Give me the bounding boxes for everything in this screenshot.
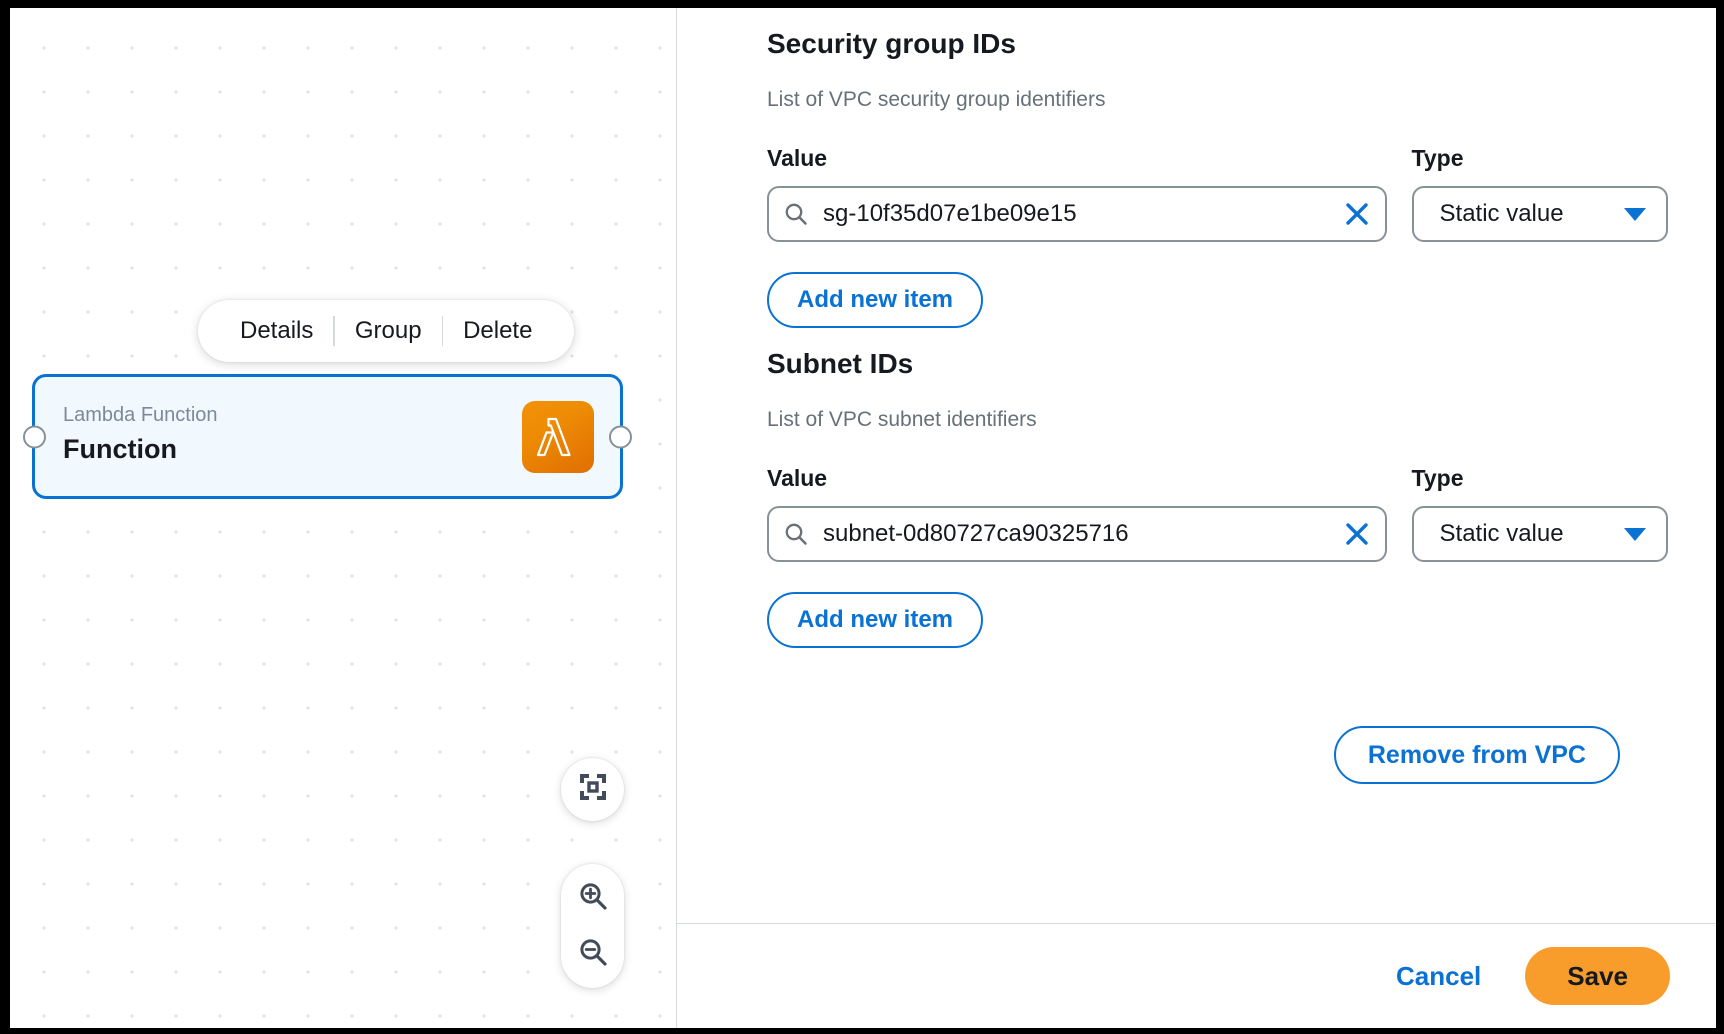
fit-to-screen-button[interactable]: [561, 758, 624, 821]
save-button[interactable]: Save: [1525, 947, 1670, 1005]
search-icon: [783, 201, 809, 227]
context-menu-divider: [333, 316, 335, 346]
node-text-block: Lambda Function Function: [63, 403, 218, 465]
add-new-item-button-subnet[interactable]: Add new item: [767, 592, 984, 648]
type-field-group: Type Static value: [1411, 465, 1668, 562]
field-row: Value sg-10f35d07e1be09e15: [767, 145, 1668, 242]
section-security-group-ids: Security group IDs List of VPC security …: [767, 28, 1668, 328]
context-menu-divider: [441, 316, 444, 346]
section-description: List of VPC security group identifiers: [767, 88, 1106, 111]
subnet-value-input[interactable]: subnet-0d80727ca90325716: [767, 506, 1387, 562]
type-label: Type: [1411, 145, 1464, 171]
value-text: subnet-0d80727ca90325716: [823, 520, 1129, 547]
node-output-handle[interactable]: [609, 425, 632, 448]
zoom-controls: [561, 864, 624, 988]
fit-to-screen-icon: [578, 772, 608, 807]
node-title: Function: [63, 434, 177, 464]
context-menu-item-group[interactable]: Group: [354, 317, 422, 344]
add-new-item-button-security-group[interactable]: Add new item: [767, 272, 984, 328]
type-label: Type: [1411, 465, 1464, 491]
panel-footer: Cancel Save: [677, 923, 1716, 1028]
section-description: List of VPC subnet identifiers: [767, 408, 1037, 431]
chevron-down-icon: [1624, 207, 1646, 221]
properties-panel: Security group IDs List of VPC security …: [677, 8, 1716, 1028]
remove-from-vpc-row: Remove from VPC: [767, 726, 1668, 784]
value-label: Value: [767, 145, 828, 171]
zoom-out-button[interactable]: [561, 926, 624, 982]
zoom-in-button[interactable]: [561, 870, 624, 926]
field-row: Value subnet-0d80727ca90325716: [767, 465, 1668, 562]
security-group-value-input[interactable]: sg-10f35d07e1be09e15: [767, 186, 1387, 242]
value-field-group: Value sg-10f35d07e1be09e15: [767, 145, 1387, 242]
section-subnet-ids: Subnet IDs List of VPC subnet identifier…: [767, 348, 1668, 648]
type-field-group: Type Static value: [1411, 145, 1668, 242]
aws-lambda-icon: [522, 400, 594, 473]
value-text: sg-10f35d07e1be09e15: [823, 200, 1077, 227]
lambda-function-node[interactable]: Lambda Function Function: [23, 374, 632, 499]
context-menu-item-delete[interactable]: Delete: [463, 317, 533, 344]
node-context-menu: Details Group Delete: [198, 300, 575, 362]
node-input-handle[interactable]: [23, 425, 46, 448]
value-field-group: Value subnet-0d80727ca90325716: [767, 465, 1387, 562]
subnet-type-select[interactable]: Static value: [1411, 506, 1668, 562]
chevron-down-icon: [1624, 527, 1646, 541]
remove-from-vpc-button[interactable]: Remove from VPC: [1333, 726, 1620, 784]
workflow-canvas[interactable]: Details Group Delete Lambda Function Fun…: [10, 8, 677, 1028]
node-subtitle: Lambda Function: [63, 404, 218, 426]
value-label: Value: [767, 465, 828, 491]
type-selected-value: Static value: [1439, 520, 1564, 547]
panel-body: Security group IDs List of VPC security …: [677, 8, 1716, 923]
context-menu-item-details[interactable]: Details: [240, 317, 314, 344]
app-window: Details Group Delete Lambda Function Fun…: [10, 8, 1716, 1028]
section-title: Subnet IDs: [767, 348, 914, 379]
zoom-out-icon: [577, 936, 609, 973]
security-group-type-select[interactable]: Static value: [1411, 186, 1668, 242]
search-icon: [783, 521, 809, 547]
clear-icon[interactable]: [1343, 200, 1371, 228]
clear-icon[interactable]: [1343, 520, 1371, 548]
type-selected-value: Static value: [1439, 200, 1564, 227]
cancel-button[interactable]: Cancel: [1386, 953, 1491, 1000]
zoom-in-icon: [577, 880, 609, 917]
section-title: Security group IDs: [767, 28, 1016, 59]
